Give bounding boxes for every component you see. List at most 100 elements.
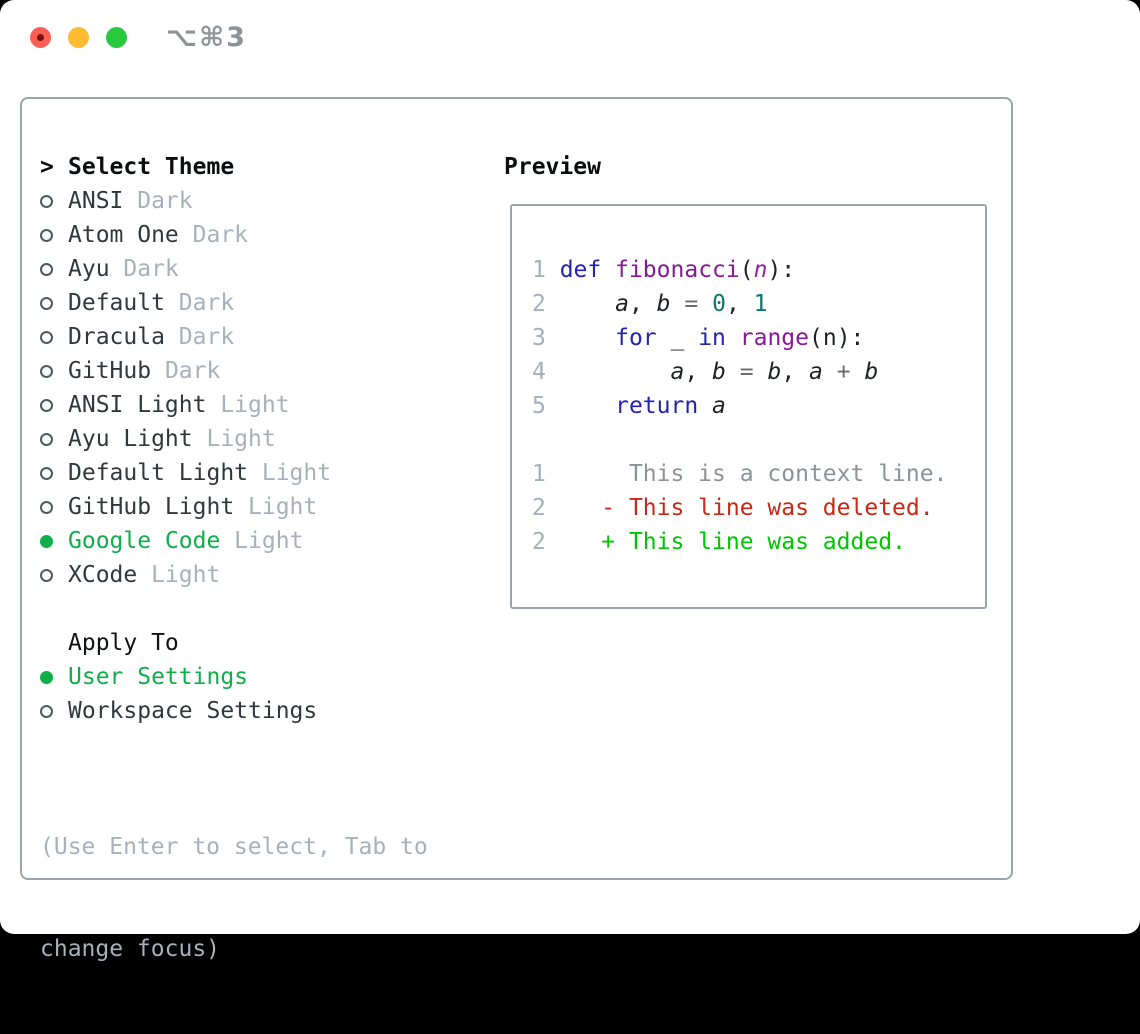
line-number: 1 [532,461,602,487]
theme-name: Default [68,290,165,316]
code-token: (n): [809,325,865,351]
code-line [532,423,947,457]
help-line-1: (Use Enter to select, Tab to [40,834,428,860]
theme-option-dracula[interactable]: Dracula Dark [40,320,428,354]
theme-option-github[interactable]: GitHub Dark [40,354,428,388]
theme-option-atom-one[interactable]: Atom One Dark [40,218,428,252]
close-button[interactable] [30,27,51,48]
diff-text: This is a context line. [601,461,948,487]
cursor-chevron-icon: > [40,154,54,180]
theme-name: Ayu [68,256,110,282]
code-token [698,393,712,419]
radio-icon [40,330,53,344]
code-token [726,359,740,385]
theme-option-xcode[interactable]: XCode Light [40,558,428,592]
theme-option-ansi[interactable]: ANSI Dark [40,184,428,218]
diff-line-context: 1 This is a context line. [532,457,947,491]
radio-icon [40,296,53,310]
code-token: = [684,291,699,317]
theme-option-default-light[interactable]: Default Light Light [40,456,428,490]
theme-option-default[interactable]: Default Dark [40,286,428,320]
code-token [601,257,615,283]
diff-line-deleted: 2 - This line was deleted. [532,491,947,525]
window-title: ⌥⌘3 [166,22,247,53]
code-token [671,291,685,317]
code-line: 2 a, b = 0, 1 [532,287,947,321]
code-token: = [739,359,754,385]
code-token: ( [739,257,754,283]
titlebar: ⌥⌘3 [0,0,1140,97]
theme-name: Default Light [68,460,249,486]
theme-name: XCode [68,562,138,588]
radio-icon [40,262,53,276]
theme-name: ANSI [68,188,124,214]
theme-name: Atom One [68,222,179,248]
line-number: 1 [532,257,560,283]
theme-option-google-code[interactable]: Google Code Light [40,524,428,558]
apply-option-user-settings[interactable]: User Settings [40,660,428,694]
theme-option-github-light[interactable]: GitHub Light Light [40,490,428,524]
code-token [560,359,671,385]
radio-icon [40,398,53,412]
theme-variant: Dark [151,358,221,384]
code-token: fibonacci [615,257,740,283]
code-line: 5 return a [532,389,947,423]
close-button-dot-icon [37,34,44,41]
theme-variant: Dark [123,188,193,214]
code-token: + [836,359,851,385]
theme-name: Ayu Light [68,426,193,452]
code-token: n [753,257,768,283]
line-number: 3 [532,325,560,351]
code-token: a [712,393,726,419]
code-token: a [809,359,823,385]
theme-option-ayu-light[interactable]: Ayu Light Light [40,422,428,456]
theme-name: Google Code [68,528,221,554]
code-token [851,359,865,385]
theme-variant: Light [206,392,290,418]
theme-option-ayu[interactable]: Ayu Dark [40,252,428,286]
help-line-2: change focus) [40,936,221,962]
theme-variant: Light [220,528,304,554]
apply-option-workspace-settings[interactable]: Workspace Settings [40,694,428,728]
apply-option-label: User Settings [68,664,249,690]
code-token [560,291,615,317]
radio-icon [40,500,53,514]
radio-icon [40,704,53,718]
code-token: a [615,291,629,317]
theme-name: ANSI Light [68,392,207,418]
theme-option-ansi-light[interactable]: ANSI Light Light [40,388,428,422]
line-number: 5 [532,393,560,419]
radio-icon [40,432,53,446]
code-token: for [615,325,657,351]
code-token: , [628,291,657,317]
zoom-button[interactable] [106,27,127,48]
code-token: 1 [753,291,768,317]
code-token: , [684,359,713,385]
code-token: ): [767,257,796,283]
diff-text: + This line was added. [601,529,906,555]
minimize-button[interactable] [68,27,89,48]
apply-option-label: Workspace Settings [68,698,318,724]
code-token: range [739,325,809,351]
line-number: 2 [532,291,560,317]
theme-variant: Dark [164,324,235,350]
radio-icon [40,466,53,480]
apply-to-header: Apply To [40,626,428,660]
code-line: 3 for _ in range(n): [532,321,947,355]
code-token: b [864,359,879,385]
theme-variant: Light [248,460,332,486]
code-token [698,291,712,317]
theme-name: GitHub [68,358,152,384]
code-token: , [781,359,810,385]
apply-to-label: Apply To [68,630,179,656]
radio-icon [40,228,53,242]
code-token [823,359,837,385]
code-token: , [725,291,754,317]
radio-selected-icon [40,670,53,684]
code-token: return [615,393,699,419]
